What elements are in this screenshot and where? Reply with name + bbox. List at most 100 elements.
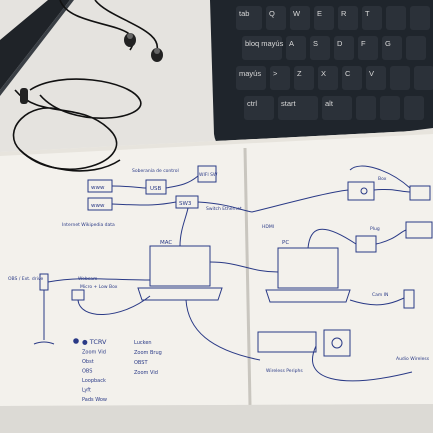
keyboard-key	[356, 96, 376, 120]
switch-label: SW3	[179, 201, 192, 207]
network-note: Internet Wikipedia data	[62, 222, 115, 228]
list-item: ● TCRV	[82, 338, 107, 346]
keyboard-key-legend: ctrl	[247, 99, 257, 108]
hdmi-label: HDMI	[262, 224, 274, 230]
keyboard-key	[414, 66, 433, 90]
list-item: Zoom Brug	[134, 350, 162, 356]
box-label: Box	[378, 176, 387, 182]
keyboard-key	[310, 36, 330, 60]
keyboard-key-legend: mayús	[239, 69, 261, 78]
keyboard-key	[334, 36, 354, 60]
keyboard-key	[390, 66, 410, 90]
keyboard-key	[242, 36, 282, 60]
list-item: Lyft	[82, 388, 91, 394]
keyboard-key	[270, 66, 290, 90]
list-item: OBST	[134, 360, 148, 366]
list-item: Obst	[82, 359, 94, 365]
list-item: Loopback	[82, 378, 106, 384]
keyboard-key	[286, 36, 306, 60]
wireless-peripherals-label: Wireless Periphs	[266, 368, 303, 374]
keyboard-key-legend: D	[337, 39, 343, 48]
webcam-label: Webcam	[78, 276, 97, 282]
hub-label: Soberanía de control	[132, 167, 179, 174]
left-laptop-base	[137, 287, 223, 301]
keyboard-key-legend: F	[361, 39, 366, 48]
wifi-box	[197, 165, 217, 183]
keyboard-key-legend: X	[321, 69, 326, 78]
keyboard-key	[404, 96, 424, 120]
keyboard-key	[322, 96, 352, 120]
keyboard-key	[236, 6, 262, 30]
list-item: Lucken	[134, 340, 152, 346]
wireless-mouse-sketch	[323, 329, 351, 357]
keyboard-key-legend: R	[341, 9, 347, 18]
list-item: OBS	[82, 369, 92, 375]
keyboard-key-legend: W	[293, 9, 301, 18]
keyboard-key-legend: alt	[325, 99, 334, 108]
keyboard-key	[406, 36, 426, 60]
keyboard-key-legend: Q	[269, 9, 275, 18]
keyboard-key	[342, 66, 362, 90]
mic-label: Micro + Low Box	[80, 284, 118, 290]
notebook-spine	[243, 147, 252, 406]
right-mic-sketch	[403, 289, 415, 309]
right-device-top	[347, 181, 375, 201]
keyboard-key	[380, 96, 400, 120]
right-laptop-label: PC	[282, 240, 289, 246]
keyboard-key	[314, 6, 334, 30]
earphones	[12, 0, 159, 172]
plug-label: Plug	[370, 226, 380, 232]
keyboard-key-legend: T	[365, 9, 370, 18]
keyboard-key-legend: start	[281, 99, 297, 108]
keyboard-key-legend: A	[289, 39, 294, 48]
keyboard-key-legend: S	[313, 39, 318, 48]
keyboard-key	[236, 66, 266, 90]
keyboard-key-legend: tab	[239, 9, 249, 18]
keyboard-key	[338, 6, 358, 30]
sketch-labels: www www Soberanía de control USB SW3 WIF…	[8, 167, 430, 403]
usb-box	[145, 179, 167, 195]
keyboard-key	[410, 6, 430, 30]
list-item: Pads Wow	[82, 397, 107, 403]
left-laptop-label: MAC	[160, 240, 172, 246]
keyboard-key	[362, 6, 382, 30]
keyboard-key-legend: bloq mayús	[245, 39, 284, 48]
switch-ethernet-label: Switch Ethernet	[206, 206, 242, 212]
keyboard-key	[244, 96, 274, 120]
sketch-drawing	[33, 165, 433, 382]
right-laptop-base	[265, 289, 351, 303]
keyboard-key-legend: E	[317, 9, 322, 18]
audio-wireless-label: Audio Wireless	[396, 356, 430, 362]
usb-label: USB	[150, 186, 162, 192]
keyboard-key	[278, 96, 318, 120]
obs-label: OBS / Ext. drive	[8, 276, 44, 282]
cam-in-label: Cam IN	[372, 292, 388, 298]
keyboard-key-legend: C	[345, 69, 351, 78]
wifi-label: WIFI SW	[199, 172, 218, 178]
wireless-keyboard-sketch	[257, 331, 317, 353]
keyboard-key	[318, 66, 338, 90]
keyboard-key	[386, 6, 406, 30]
keyboard-key	[294, 66, 314, 90]
keyboard-key	[358, 36, 378, 60]
keyboard-key	[382, 36, 402, 60]
www-label-2: www	[91, 203, 105, 209]
keyboard-key	[366, 66, 386, 90]
keyboard-key	[290, 6, 310, 30]
keyboard-key-legend: V	[369, 69, 374, 78]
keyboard-key	[266, 6, 286, 30]
keyboard-key-legend: >	[273, 69, 278, 78]
list-item: Zoom Vid	[134, 370, 158, 376]
earbuds	[20, 33, 163, 104]
list-item: Zoom Vid	[82, 350, 106, 356]
notebook	[0, 130, 433, 433]
keyboard-key-legend: Z	[297, 69, 302, 78]
notebook-pages	[0, 130, 433, 406]
www-label-1: www	[91, 185, 105, 191]
